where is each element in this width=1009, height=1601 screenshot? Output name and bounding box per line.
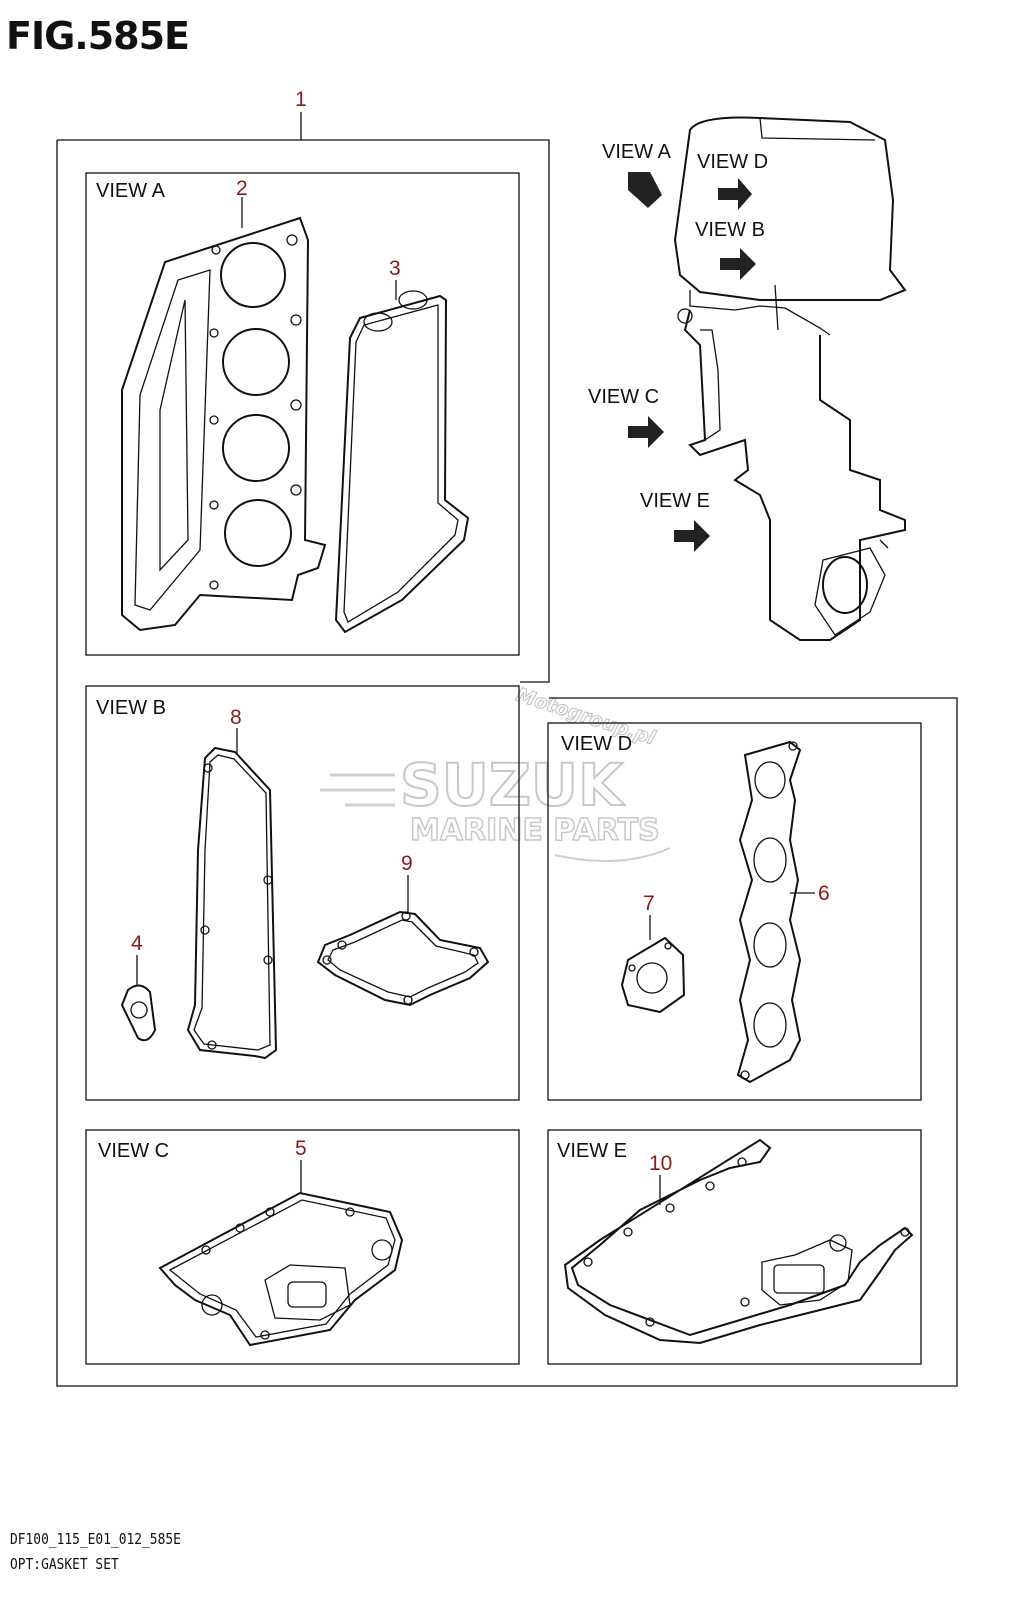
view-c-panel: VIEW C 5 xyxy=(85,1129,520,1365)
gasket-icon[interactable] xyxy=(121,216,327,632)
gasket-icon[interactable] xyxy=(158,1191,404,1347)
watermark-line2: MARINE PARTS xyxy=(410,813,660,848)
part-number-6: 6 xyxy=(818,882,830,905)
part-number-9: 9 xyxy=(401,852,413,875)
arrow-label-view-d: VIEW D xyxy=(697,151,768,173)
view-arrow-icon xyxy=(628,416,664,448)
part-number-7: 7 xyxy=(643,892,655,915)
part-number-8: 8 xyxy=(230,706,242,729)
view-arrow-icon xyxy=(628,172,662,208)
view-d-panel: VIEW D 6 7 xyxy=(547,722,922,1101)
view-arrow-icon xyxy=(718,178,752,210)
part-number-3: 3 xyxy=(389,257,401,280)
view-c-label: VIEW C xyxy=(98,1140,169,1162)
part-number-1: 1 xyxy=(295,88,307,111)
view-arrow-icon xyxy=(674,520,710,552)
view-arrow-icon xyxy=(720,248,756,280)
part-number-10: 10 xyxy=(649,1152,672,1175)
part-number-2: 2 xyxy=(236,177,248,200)
view-a-label: VIEW A xyxy=(96,180,166,202)
arrow-label-view-b: VIEW B xyxy=(695,219,765,241)
view-e-label: VIEW E xyxy=(557,1140,627,1162)
main-assembly-frame xyxy=(56,112,958,1387)
arrow-label-view-e: VIEW E xyxy=(640,490,710,512)
part-number-4: 4 xyxy=(131,932,143,955)
view-b-label: VIEW B xyxy=(96,697,166,719)
part-number-5: 5 xyxy=(295,1137,307,1160)
arrow-label-view-a: VIEW A xyxy=(602,141,672,163)
gasket-icon[interactable] xyxy=(186,746,278,1060)
gasket-icon[interactable] xyxy=(316,910,490,1007)
view-a-panel: VIEW A 2 3 xyxy=(85,172,520,656)
view-d-label: VIEW D xyxy=(561,733,632,755)
view-b-panel: VIEW B 8 4 9 xyxy=(85,685,520,1101)
watermark: SUZUK MARINE PARTS Motogroup.pl xyxy=(320,683,671,863)
view-e-panel: VIEW E 10 xyxy=(547,1129,922,1365)
arrow-label-view-c: VIEW C xyxy=(588,386,659,408)
gasket-icon[interactable] xyxy=(620,936,686,1014)
gasket-icon[interactable] xyxy=(334,290,470,634)
figure-code: DF100_115_E01_012_585E xyxy=(10,1530,181,1548)
figure-title: FIG.585E xyxy=(6,14,190,58)
view-arrows: VIEW A VIEW D VIEW B VIEW C VIEW E xyxy=(588,141,768,552)
gasket-icon[interactable] xyxy=(736,740,802,1084)
gasket-icon[interactable] xyxy=(120,984,157,1042)
outboard-motor-icon xyxy=(673,116,907,641)
figure-caption: OPT:GASKET SET xyxy=(10,1555,119,1573)
gasket-icon[interactable] xyxy=(563,1138,914,1345)
watermark-brand: SUZUK xyxy=(400,751,625,819)
